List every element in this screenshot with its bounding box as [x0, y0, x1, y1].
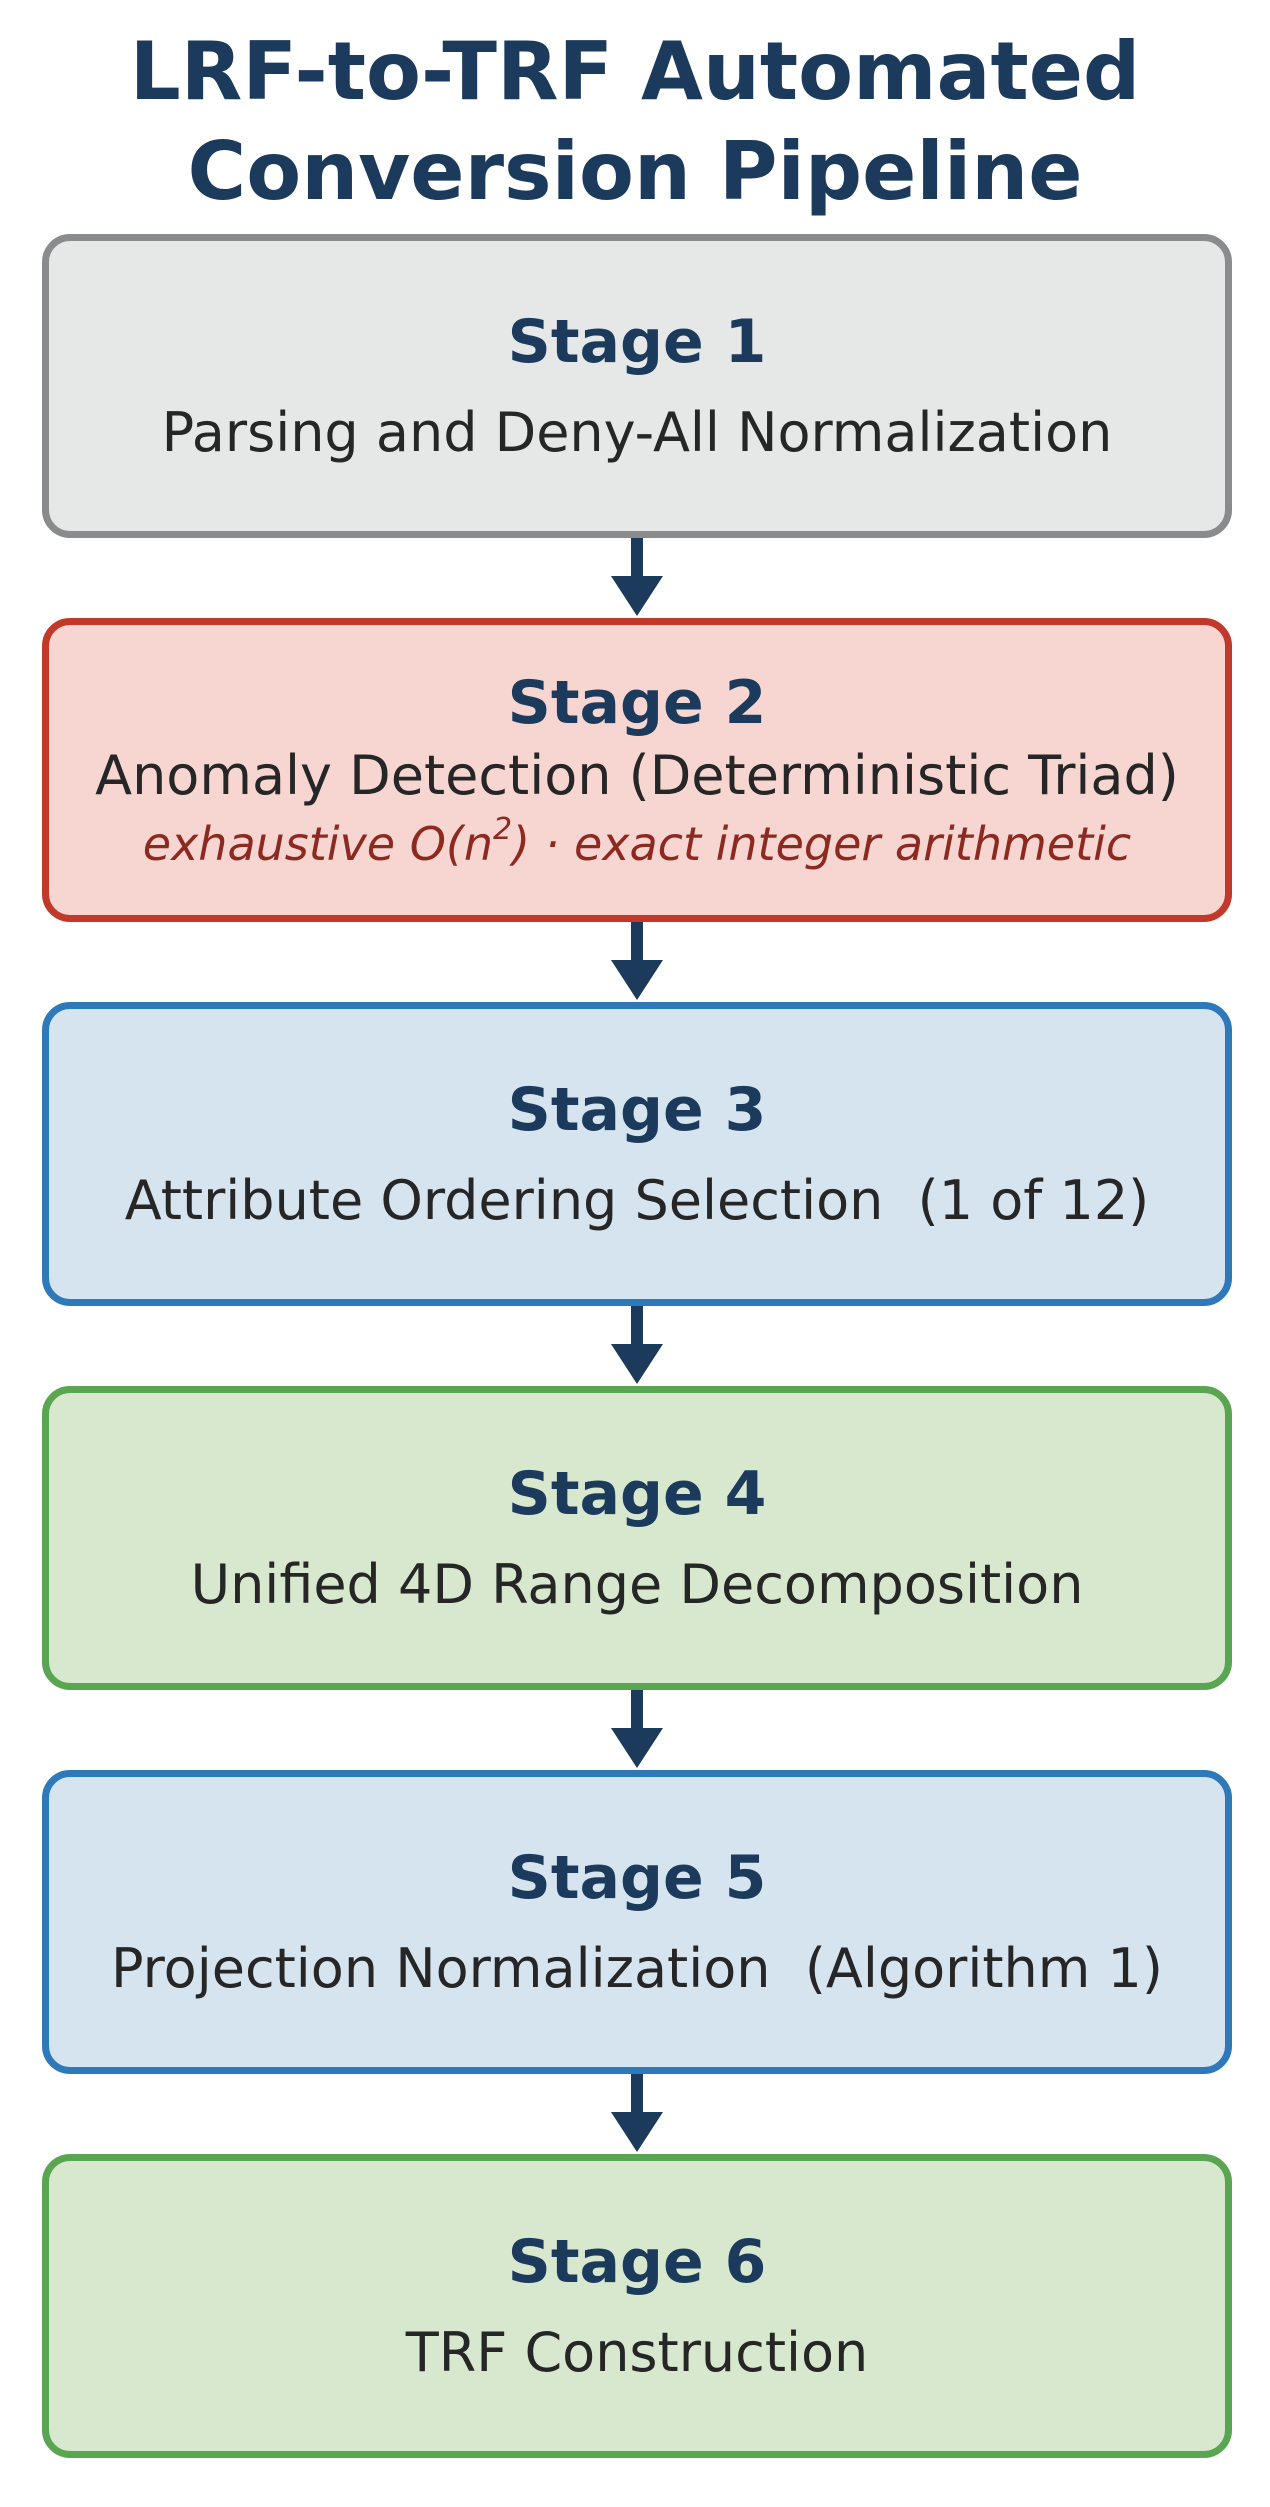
- stage-2-note: exhaustive O(n2) · exact integer arithme…: [143, 815, 1131, 873]
- stage-2-note-prefix: exhaustive O(n: [142, 817, 494, 871]
- stage-1-label: Stage 1: [507, 307, 767, 377]
- stage-5-box: Stage 5 Projection Normalization (Algori…: [42, 1770, 1232, 2074]
- diagram-title-line-2: Conversion Pipeline: [187, 125, 1083, 218]
- stage-2-note-suffix: ) · exact integer arithmetic: [512, 817, 1132, 871]
- stage-3-label: Stage 3: [507, 1075, 767, 1145]
- stage-1-box: Stage 1 Parsing and Deny-All Normalizati…: [42, 234, 1232, 538]
- stage-6-label: Stage 6: [507, 2227, 767, 2297]
- stage-4-description: Unified 4D Range Decomposition: [190, 1553, 1084, 1616]
- diagram-title-line-1: LRF-to-TRF Automated: [129, 25, 1141, 118]
- arrow-2-to-3-icon: [611, 922, 663, 1000]
- arrow-1-to-2-icon: [611, 538, 663, 616]
- stage-6-box: Stage 6 TRF Construction: [42, 2154, 1232, 2458]
- arrow-3-to-4-icon: [611, 1306, 663, 1384]
- stage-2-description: Anomaly Detection (Deterministic Triad): [95, 744, 1179, 807]
- arrow-4-to-5-icon: [611, 1690, 663, 1768]
- stage-2-label: Stage 2: [507, 668, 767, 738]
- stage-5-description: Projection Normalization (Algorithm 1): [111, 1937, 1163, 2000]
- stage-4-label: Stage 4: [507, 1459, 767, 1529]
- stage-3-description: Attribute Ordering Selection (1 of 12): [124, 1169, 1150, 1232]
- arrow-5-to-6-icon: [611, 2074, 663, 2152]
- stage-1-description: Parsing and Deny-All Normalization: [161, 401, 1113, 464]
- diagram-title: LRF-to-TRF Automated Conversion Pipeline: [0, 22, 1270, 222]
- stage-3-box: Stage 3 Attribute Ordering Selection (1 …: [42, 1002, 1232, 1306]
- stage-4-box: Stage 4 Unified 4D Range Decomposition: [42, 1386, 1232, 1690]
- stage-2-box: Stage 2 Anomaly Detection (Deterministic…: [42, 618, 1232, 922]
- stage-5-label: Stage 5: [507, 1843, 767, 1913]
- stage-6-description: TRF Construction: [405, 2321, 869, 2384]
- stage-2-note-superscript: 2: [493, 812, 513, 847]
